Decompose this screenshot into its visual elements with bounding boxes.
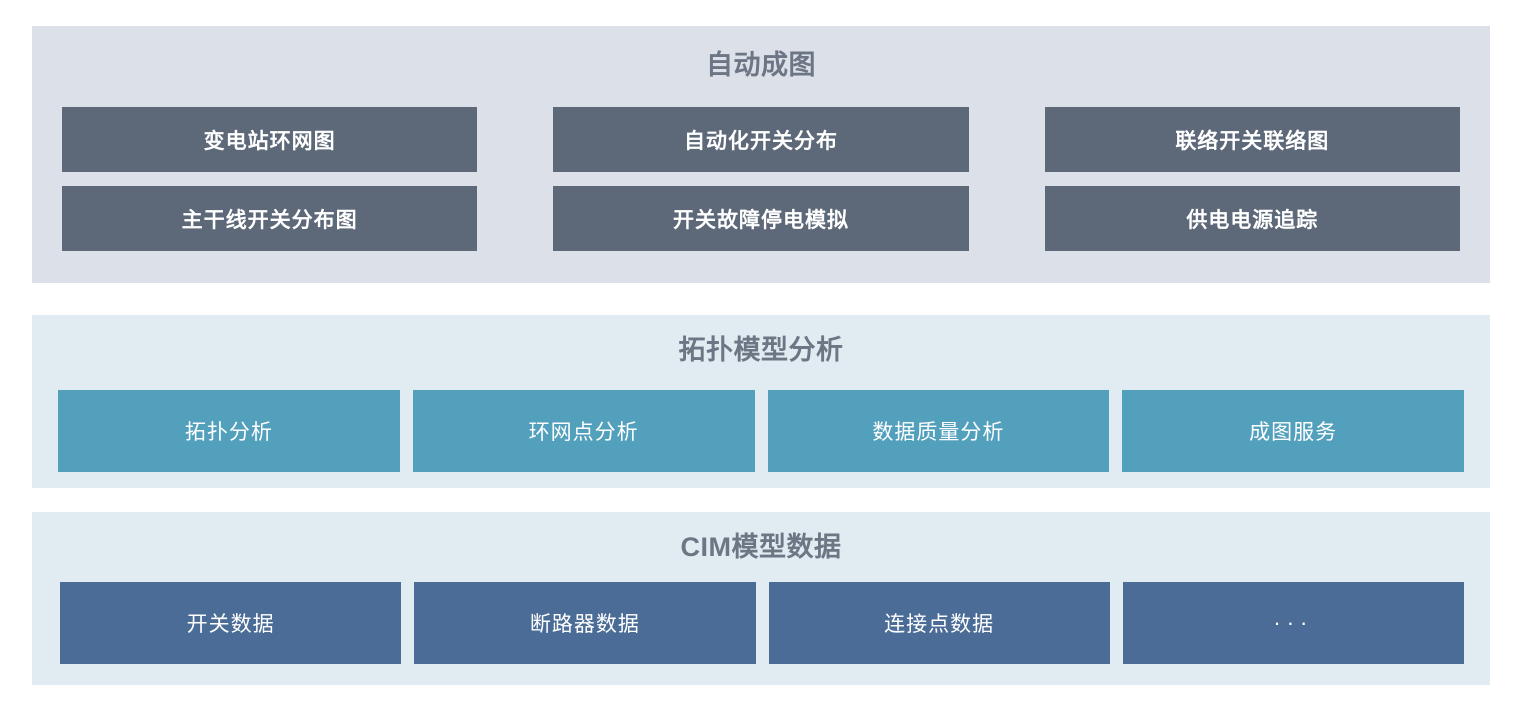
section-auto-mapping-title: 自动成图 <box>706 50 816 80</box>
cim-card-switch-data[interactable]: 开关数据 <box>60 582 402 664</box>
cim-card-circuit-breaker-data[interactable]: 断路器数据 <box>414 582 756 664</box>
auto-mapping-card-power-supply-source-tracing[interactable]: 供电电源追踪 <box>1044 186 1460 251</box>
auto-mapping-card-grid: 变电站环网图 自动化开关分布 联络开关联络图 主干线开关分布图 开关故障停电模拟… <box>62 107 1460 251</box>
auto-mapping-card-substation-ring-network-diagram[interactable]: 变电站环网图 <box>62 107 478 172</box>
cim-card-connectivity-node-data[interactable]: 连接点数据 <box>768 582 1110 664</box>
topology-card-mapping-service[interactable]: 成图服务 <box>1122 390 1464 472</box>
topology-card-topology-analysis[interactable]: 拓扑分析 <box>58 390 400 472</box>
topology-card-ring-network-point-analysis[interactable]: 环网点分析 <box>412 390 755 472</box>
section-cim-model-data: CIM模型数据 开关数据 断路器数据 连接点数据 ··· <box>32 512 1490 685</box>
auto-mapping-card-switch-fault-outage-simulation[interactable]: 开关故障停电模拟 <box>553 186 969 251</box>
auto-mapping-card-tie-switch-connection-diagram[interactable]: 联络开关联络图 <box>1044 107 1460 172</box>
cim-card-row: 开关数据 断路器数据 连接点数据 ··· <box>60 582 1464 664</box>
cim-card-more-ellipsis[interactable]: ··· <box>1122 582 1464 664</box>
section-cim-title: CIM模型数据 <box>680 532 842 562</box>
auto-mapping-card-automated-switch-distribution[interactable]: 自动化开关分布 <box>553 107 969 172</box>
section-topology-title: 拓扑模型分析 <box>678 335 844 365</box>
auto-mapping-card-trunk-line-switch-distribution-diagram[interactable]: 主干线开关分布图 <box>62 186 478 251</box>
topology-card-row: 拓扑分析 环网点分析 数据质量分析 成图服务 <box>58 390 1464 472</box>
topology-card-data-quality-analysis[interactable]: 数据质量分析 <box>767 390 1110 472</box>
section-topology-model-analysis: 拓扑模型分析 拓扑分析 环网点分析 数据质量分析 成图服务 <box>32 315 1490 488</box>
section-auto-mapping: 自动成图 变电站环网图 自动化开关分布 联络开关联络图 主干线开关分布图 开关故… <box>32 26 1490 283</box>
